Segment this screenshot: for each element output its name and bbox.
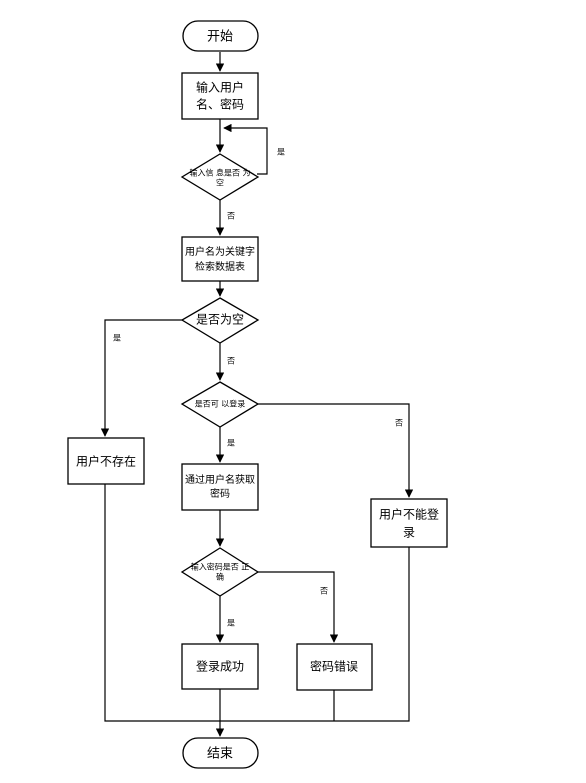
lookup-label-line2: 检索数据表 xyxy=(195,260,245,273)
check-input-empty-label-line1: 输入信 息是否 为 xyxy=(189,168,250,178)
edge-labels: 是 否 是 否 是 否 是 否 xyxy=(113,148,403,628)
end-node: 结束 xyxy=(182,737,259,769)
edge-label-pwd-no: 否 xyxy=(320,587,328,596)
password-error-label: 密码错误 xyxy=(310,659,358,674)
cannot-login-label-line1: 用户不能登 xyxy=(379,507,439,522)
get-password-node: 通过用户名获取 密码 xyxy=(181,463,259,511)
password-correct-diamond xyxy=(180,547,260,597)
arrow-empty-yes-to-not-exist xyxy=(100,319,182,437)
edge-label-input-empty-yes: 是 xyxy=(277,148,285,157)
start-node: 开始 xyxy=(182,20,259,52)
is-empty-diamond xyxy=(180,297,260,344)
user-not-exist-node: 用户不存在 xyxy=(67,437,145,485)
edge-label-empty-no: 否 xyxy=(227,357,235,366)
input-credentials-label-line1: 输入用户 xyxy=(196,80,244,95)
end-terminator xyxy=(182,737,259,769)
edge-label-empty-yes: 是 xyxy=(113,334,121,343)
edge-label-pwd-yes: 是 xyxy=(227,619,235,628)
cannot-login-node: 用户不能登 录 xyxy=(370,498,448,548)
input-credentials-box xyxy=(181,72,259,120)
line-not-exist-to-merge xyxy=(104,484,220,722)
is-empty-node: 是否为空 xyxy=(180,297,260,344)
start-terminator xyxy=(182,20,259,52)
arrow-pwd-no-to-error xyxy=(258,571,339,643)
password-error-box xyxy=(296,643,373,691)
login-success-label: 登录成功 xyxy=(196,659,244,674)
user-not-exist-box xyxy=(67,437,145,485)
get-password-label-line2: 密码 xyxy=(210,487,230,500)
is-empty-label: 是否为空 xyxy=(196,313,244,327)
line-cannot-login-to-merge xyxy=(220,547,410,722)
login-success-box xyxy=(181,643,259,690)
login-success-node: 登录成功 xyxy=(181,643,259,690)
can-login-label: 是否可 以登录 xyxy=(195,399,246,409)
cannot-login-box xyxy=(370,498,448,548)
password-correct-node: 输入密码是否 正 确 xyxy=(180,547,260,597)
check-input-empty-diamond xyxy=(180,153,260,201)
get-password-label-line1: 通过用户名获取 xyxy=(185,473,255,486)
input-credentials-label-line2: 名、密码 xyxy=(196,97,244,112)
password-correct-label-line1: 输入密码是否 正 xyxy=(191,562,250,572)
edge-label-login-no: 否 xyxy=(395,419,403,428)
start-label: 开始 xyxy=(207,30,233,45)
end-label: 结束 xyxy=(207,747,233,762)
check-input-empty-label-line2: 空 xyxy=(216,178,224,188)
arrow-check-yes-loop xyxy=(223,123,268,175)
lookup-node: 用户名为关键字 检索数据表 xyxy=(181,236,259,282)
cannot-login-label-line2: 录 xyxy=(403,526,415,540)
user-not-exist-label: 用户不存在 xyxy=(76,454,136,469)
input-credentials-node: 输入用户 名、密码 xyxy=(181,72,259,120)
edge-label-input-empty-no: 否 xyxy=(227,212,235,221)
can-login-diamond xyxy=(180,381,260,428)
edge-label-login-yes: 是 xyxy=(227,439,235,448)
can-login-node: 是否可 以登录 xyxy=(180,381,260,428)
arrow-login-no-to-cannot xyxy=(258,403,414,498)
connectors xyxy=(100,52,414,737)
lookup-box xyxy=(181,236,259,282)
lookup-label-line1: 用户名为关键字 xyxy=(185,245,255,258)
get-password-box xyxy=(181,463,259,511)
password-error-node: 密码错误 xyxy=(296,643,373,691)
check-input-empty-node: 输入信 息是否 为 空 xyxy=(180,153,260,201)
password-correct-label-line2: 确 xyxy=(216,572,224,582)
